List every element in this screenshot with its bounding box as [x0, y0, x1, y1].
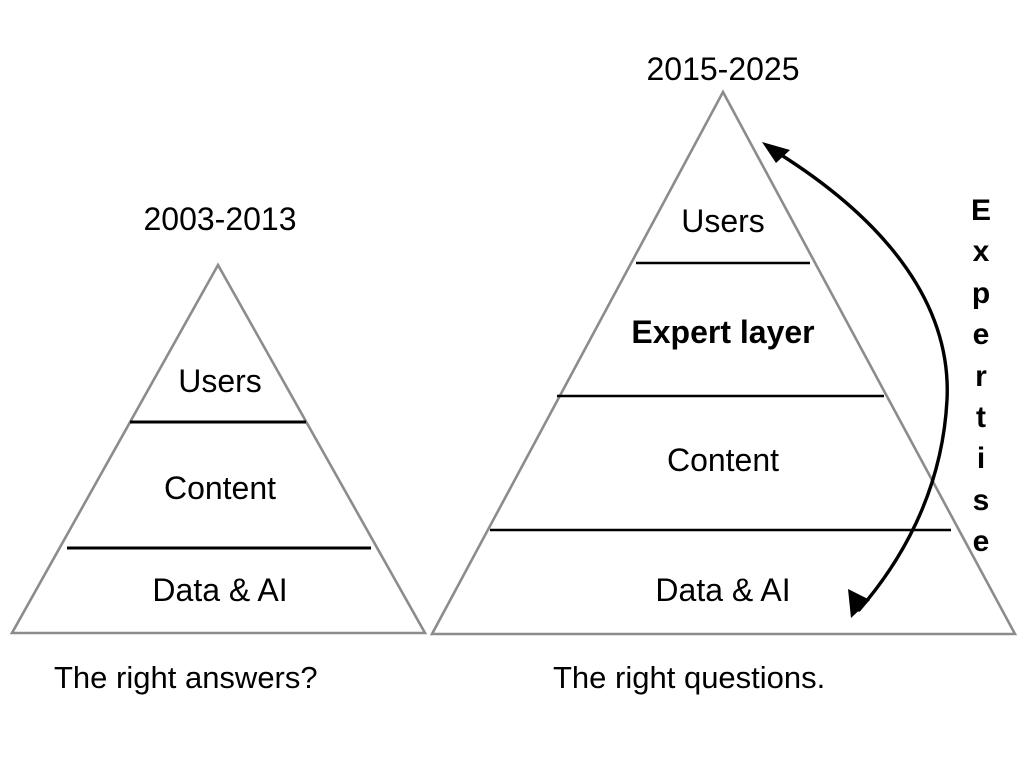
right-pyramid-tier-users: Users: [681, 203, 765, 239]
expertise-axis-letter-4: r: [975, 359, 987, 393]
left-pyramid-tier-users: Users: [178, 363, 262, 399]
right-pyramid-tier-content: Content: [666, 442, 780, 478]
right-pyramid-tier-expert-layer: Expert layer: [631, 314, 815, 350]
right-pyramid-era-title: 2015-2025: [646, 51, 800, 87]
left-pyramid-era-title: 2003-2013: [143, 201, 297, 237]
expertise-axis-letter-8: e: [972, 525, 990, 559]
expertise-axis-letter-0: E: [970, 194, 991, 227]
right-pyramid-tier-data-ai: Data & AI: [655, 572, 791, 608]
expertise-arrow-head-top: [762, 142, 790, 163]
expertise-axis-letter-5: t: [976, 400, 986, 434]
right-pyramid-caption: The right questions.: [553, 660, 826, 695]
expertise-axis-letter-3: e: [972, 318, 990, 352]
expertise-axis-letter-7: s: [972, 483, 990, 517]
left-pyramid-tier-content: Content: [163, 470, 277, 506]
expertise-axis-letter-6: i: [976, 442, 986, 476]
expertise-axis-letter-1: x: [972, 235, 990, 269]
left-pyramid-caption: The right answers?: [54, 660, 318, 695]
left-pyramid-tier-data-ai: Data & AI: [152, 572, 288, 608]
expertise-axis-letter-2: p: [971, 276, 991, 310]
right-pyramid-outline: [429, 89, 1018, 636]
